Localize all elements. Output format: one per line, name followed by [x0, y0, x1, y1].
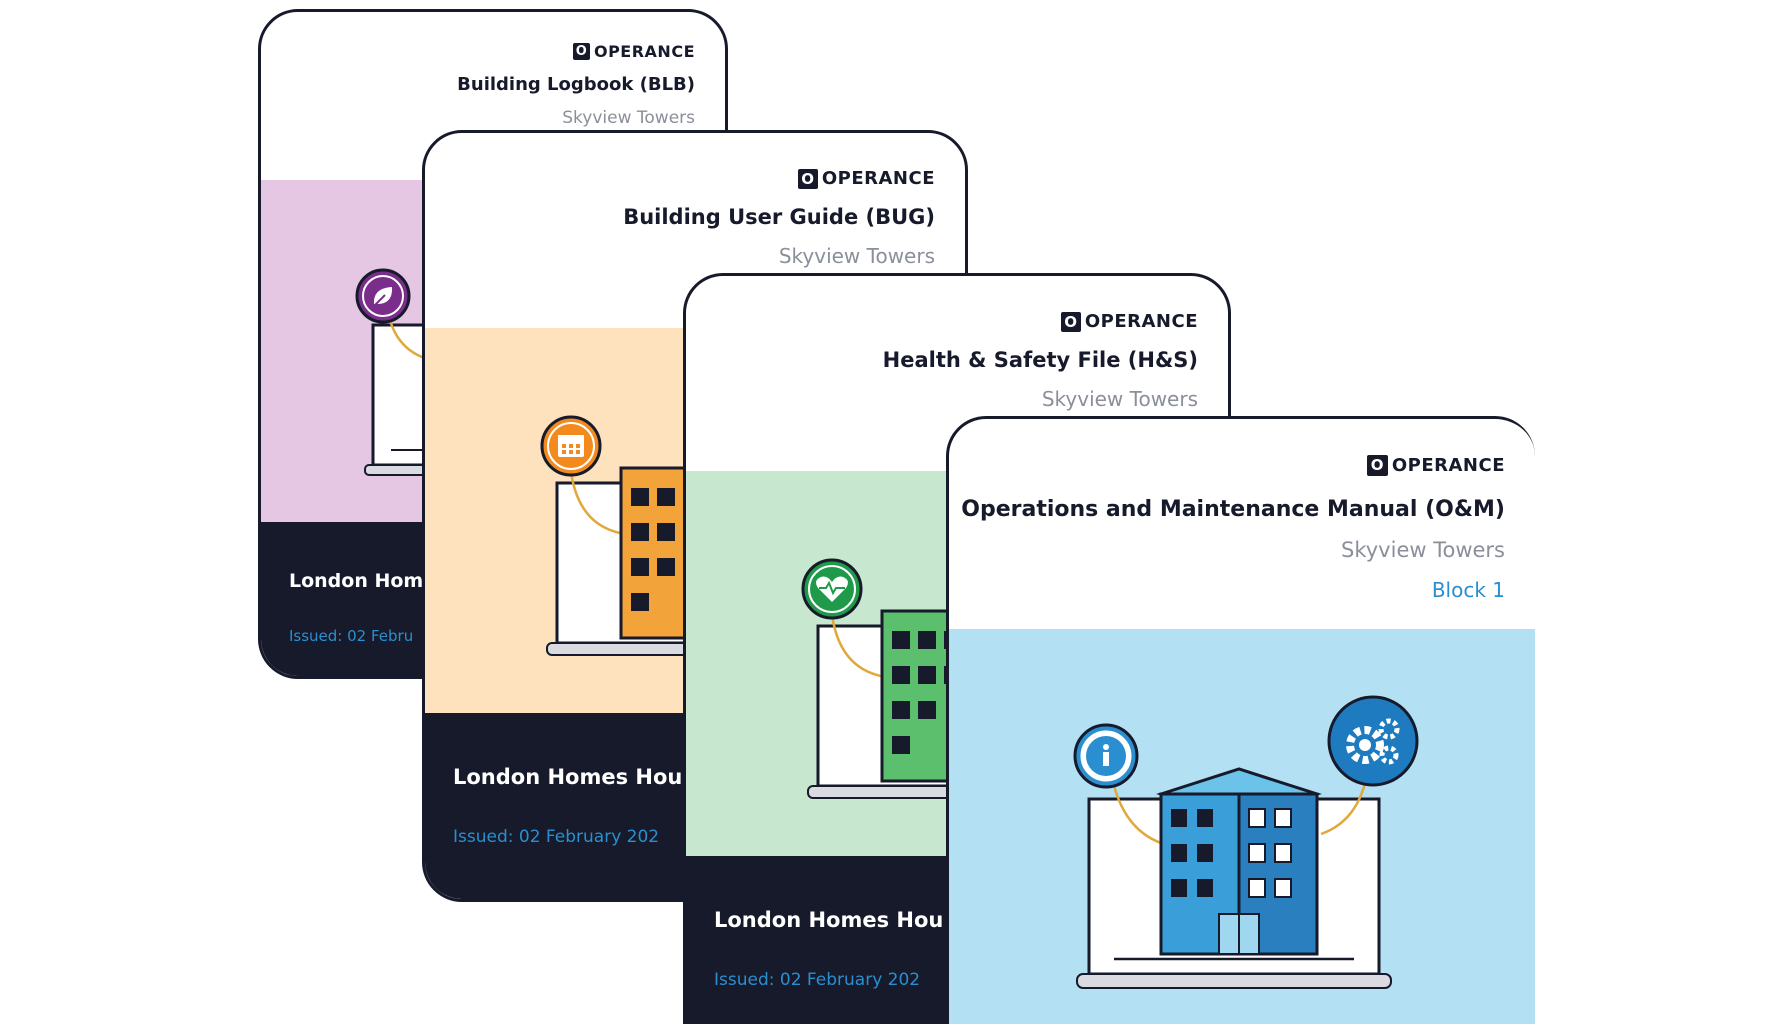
card-header: O OPERANCE Operations and Maintenance Ma…: [949, 419, 1535, 629]
card-operations-maintenance-manual[interactable]: O OPERANCE Operations and Maintenance Ma…: [946, 416, 1535, 1024]
site-name: Skyview Towers: [1041, 387, 1198, 411]
brand-name: OPERANCE: [821, 168, 935, 189]
operance-logo-icon: O: [1366, 455, 1388, 476]
document-title: Building Logbook (BLB): [457, 74, 695, 95]
illustration-band: [949, 629, 1535, 1024]
brand-name: OPERANCE: [1391, 455, 1505, 476]
heart-pulse-icon: [801, 558, 863, 620]
site-name: Skyview Towers: [562, 108, 695, 128]
issued-date: Issued: 02 February 202: [453, 827, 660, 847]
operance-logo: O OPERANCE: [797, 168, 935, 189]
issued-date: Issued: 02 February 202: [714, 970, 921, 990]
brand-name: OPERANCE: [593, 42, 695, 61]
client-name: London Homes Hou: [714, 908, 944, 932]
operance-logo-icon: O: [1060, 311, 1081, 332]
operance-logo: O OPERANCE: [1366, 455, 1505, 476]
document-title: Operations and Maintenance Manual (O&M): [961, 497, 1505, 522]
client-name: London Home: [289, 570, 437, 592]
laptop-building-illustration: [1076, 758, 1392, 989]
gears-icon: [1327, 695, 1419, 787]
client-name: London Homes Hou: [453, 765, 683, 789]
leaf-icon: [355, 268, 411, 324]
brand-name: OPERANCE: [1084, 311, 1198, 332]
operance-logo: O OPERANCE: [1060, 311, 1198, 332]
issued-date: Issued: 02 Febru: [289, 627, 414, 645]
document-title: Building User Guide (BUG): [623, 205, 935, 229]
operance-logo-icon: O: [572, 43, 590, 60]
operance-logo-icon: O: [797, 168, 818, 189]
site-name: Skyview Towers: [778, 244, 935, 268]
card-header: O OPERANCE Health & Safety File (H&S) Sk…: [686, 276, 1228, 471]
block-label: Block 1: [1431, 578, 1505, 602]
operance-logo: O OPERANCE: [572, 42, 695, 61]
document-title: Health & Safety File (H&S): [882, 348, 1198, 372]
info-icon: [1073, 723, 1139, 789]
card-header: O OPERANCE Building User Guide (BUG) Sky…: [425, 133, 965, 328]
site-name: Skyview Towers: [1341, 538, 1505, 562]
card-header: O OPERANCE Building Logbook (BLB) Skyvie…: [261, 12, 725, 180]
calendar-icon: [540, 415, 602, 477]
